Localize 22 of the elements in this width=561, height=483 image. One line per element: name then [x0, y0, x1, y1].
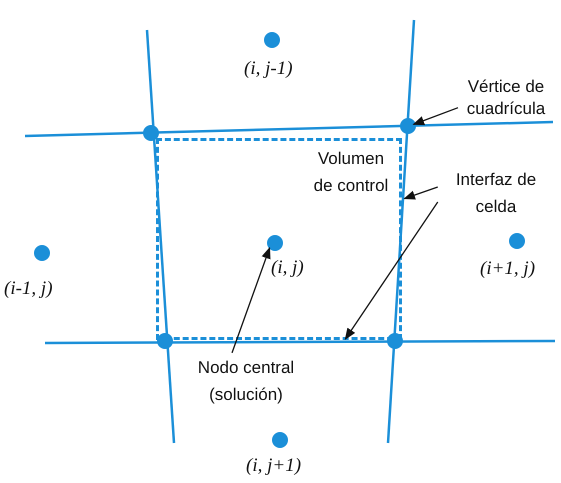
leader-arrow — [344, 202, 438, 340]
cell-center-dot — [267, 235, 283, 251]
grid-vertex-dot — [387, 333, 403, 349]
cell-center-dot — [272, 432, 288, 448]
cell-center-dot — [264, 32, 280, 48]
cell-center-dot — [34, 245, 50, 261]
coordinate-label: (i, j) — [271, 257, 304, 279]
annotation-label: Interfaz de celda — [440, 166, 552, 226]
coordinate-label: (i, j+1) — [246, 455, 302, 477]
leader-arrow — [412, 107, 458, 126]
annotation-label: Nodo central (solución) — [176, 354, 316, 410]
annotation-label: Vértice de cuadrícula — [456, 76, 556, 120]
leader-arrow — [231, 246, 270, 354]
grid-vertex-dot — [400, 118, 416, 134]
leader-arrow — [403, 186, 438, 200]
coordinate-label: (i, j-1) — [244, 58, 293, 80]
coordinate-label: (i-1, j) — [4, 278, 53, 300]
cell-center-dot — [509, 233, 525, 249]
region-label: Volumen de control — [312, 148, 390, 197]
coordinate-label: (i+1, j) — [480, 258, 536, 280]
grid-vertex-dot — [143, 125, 159, 141]
grid-vertex-dot — [157, 333, 173, 349]
